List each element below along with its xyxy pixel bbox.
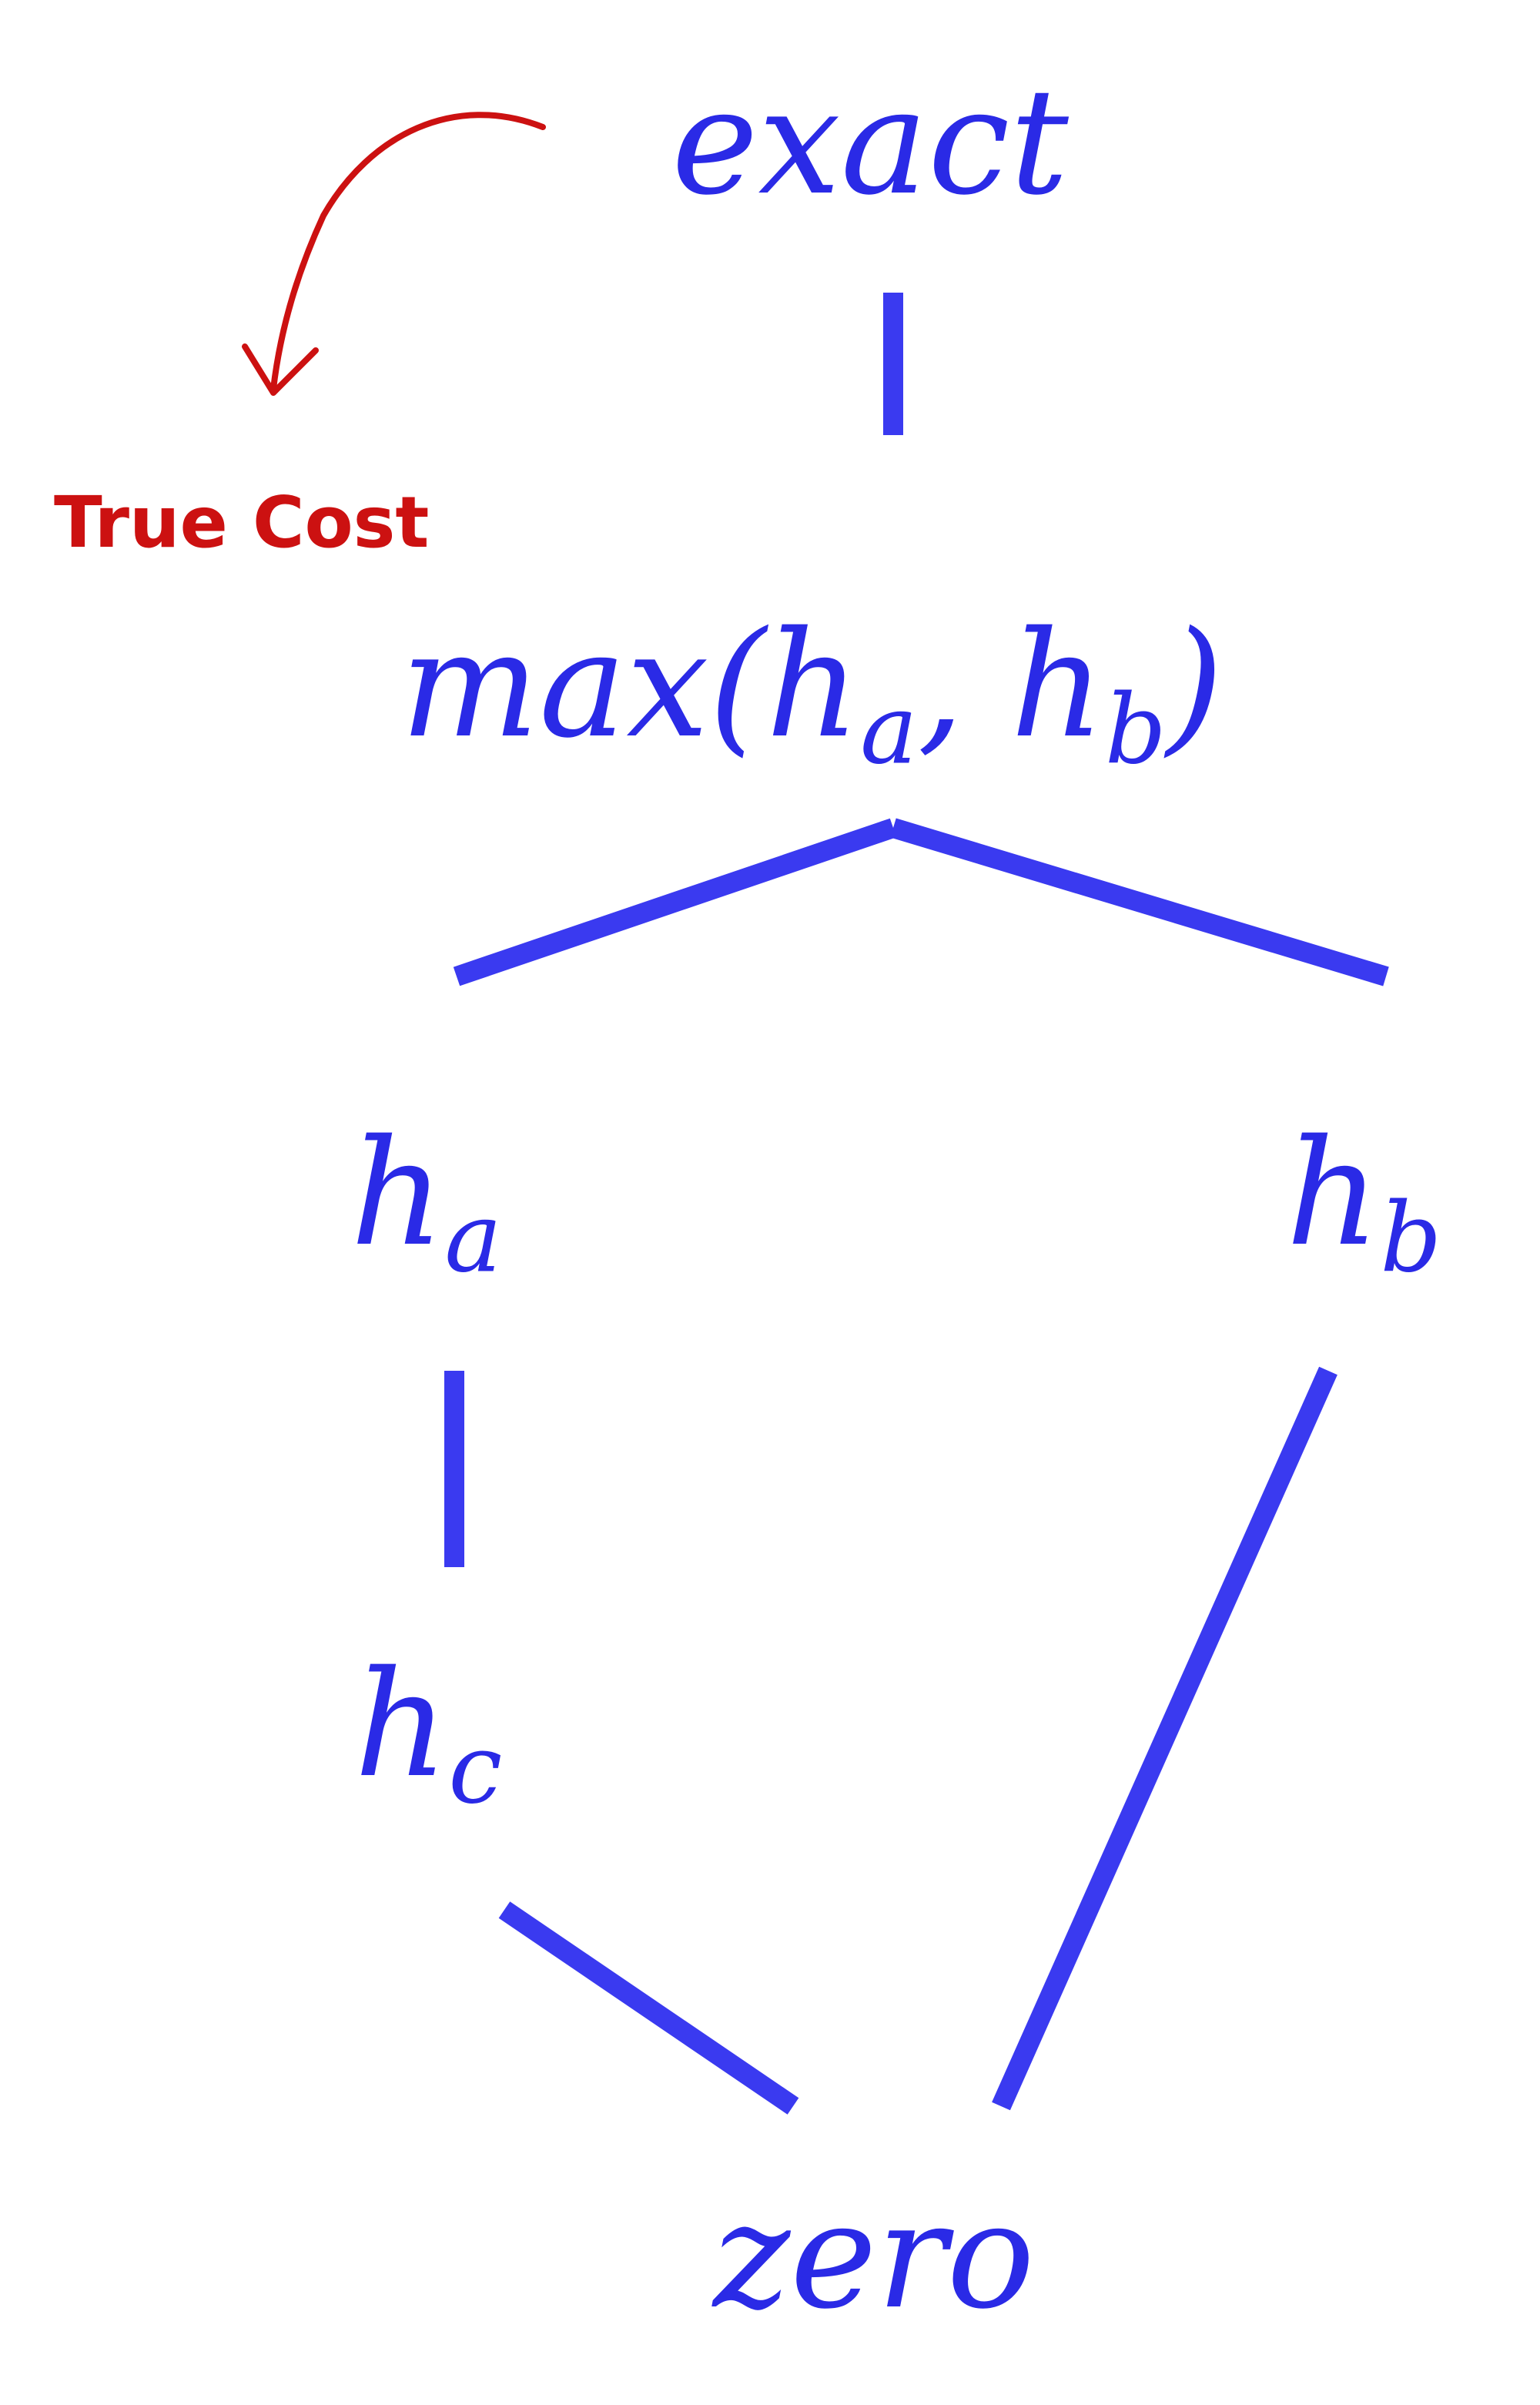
node-ha: ha xyxy=(350,1108,502,1294)
node-hb-sub: b xyxy=(1380,1182,1441,1294)
annotation-arrowhead-icon xyxy=(242,343,319,396)
annotation-arrow-icon xyxy=(270,112,546,392)
edge-max-ha xyxy=(453,818,897,986)
node-max-open: max( xyxy=(400,600,769,770)
node-max-h2: h xyxy=(1010,600,1104,770)
edge-hb-zero xyxy=(992,1366,1337,2111)
node-hc-base: h xyxy=(354,1640,448,1810)
node-ha-sub: a xyxy=(444,1182,502,1294)
node-max: max(ha, hb) xyxy=(400,600,1224,785)
node-exact: exact xyxy=(671,57,1069,227)
node-zero: zero xyxy=(711,2171,1035,2341)
node-max-h1: h xyxy=(766,600,860,770)
edge-max-hb xyxy=(890,818,1389,986)
node-max-sub-b: b xyxy=(1105,674,1167,785)
node-hc: hc xyxy=(354,1640,502,1825)
node-max-sub-a: a xyxy=(860,674,918,785)
annotation-true-cost: True Cost xyxy=(54,481,429,564)
node-hb: hb xyxy=(1286,1108,1441,1294)
node-hb-base: h xyxy=(1286,1108,1380,1278)
node-hc-sub: c xyxy=(448,1713,502,1825)
node-max-close: ) xyxy=(1163,600,1224,770)
node-ha-base: h xyxy=(350,1108,444,1278)
node-max-sep: , xyxy=(918,600,1011,770)
edge-hc-zero xyxy=(498,1901,799,2115)
